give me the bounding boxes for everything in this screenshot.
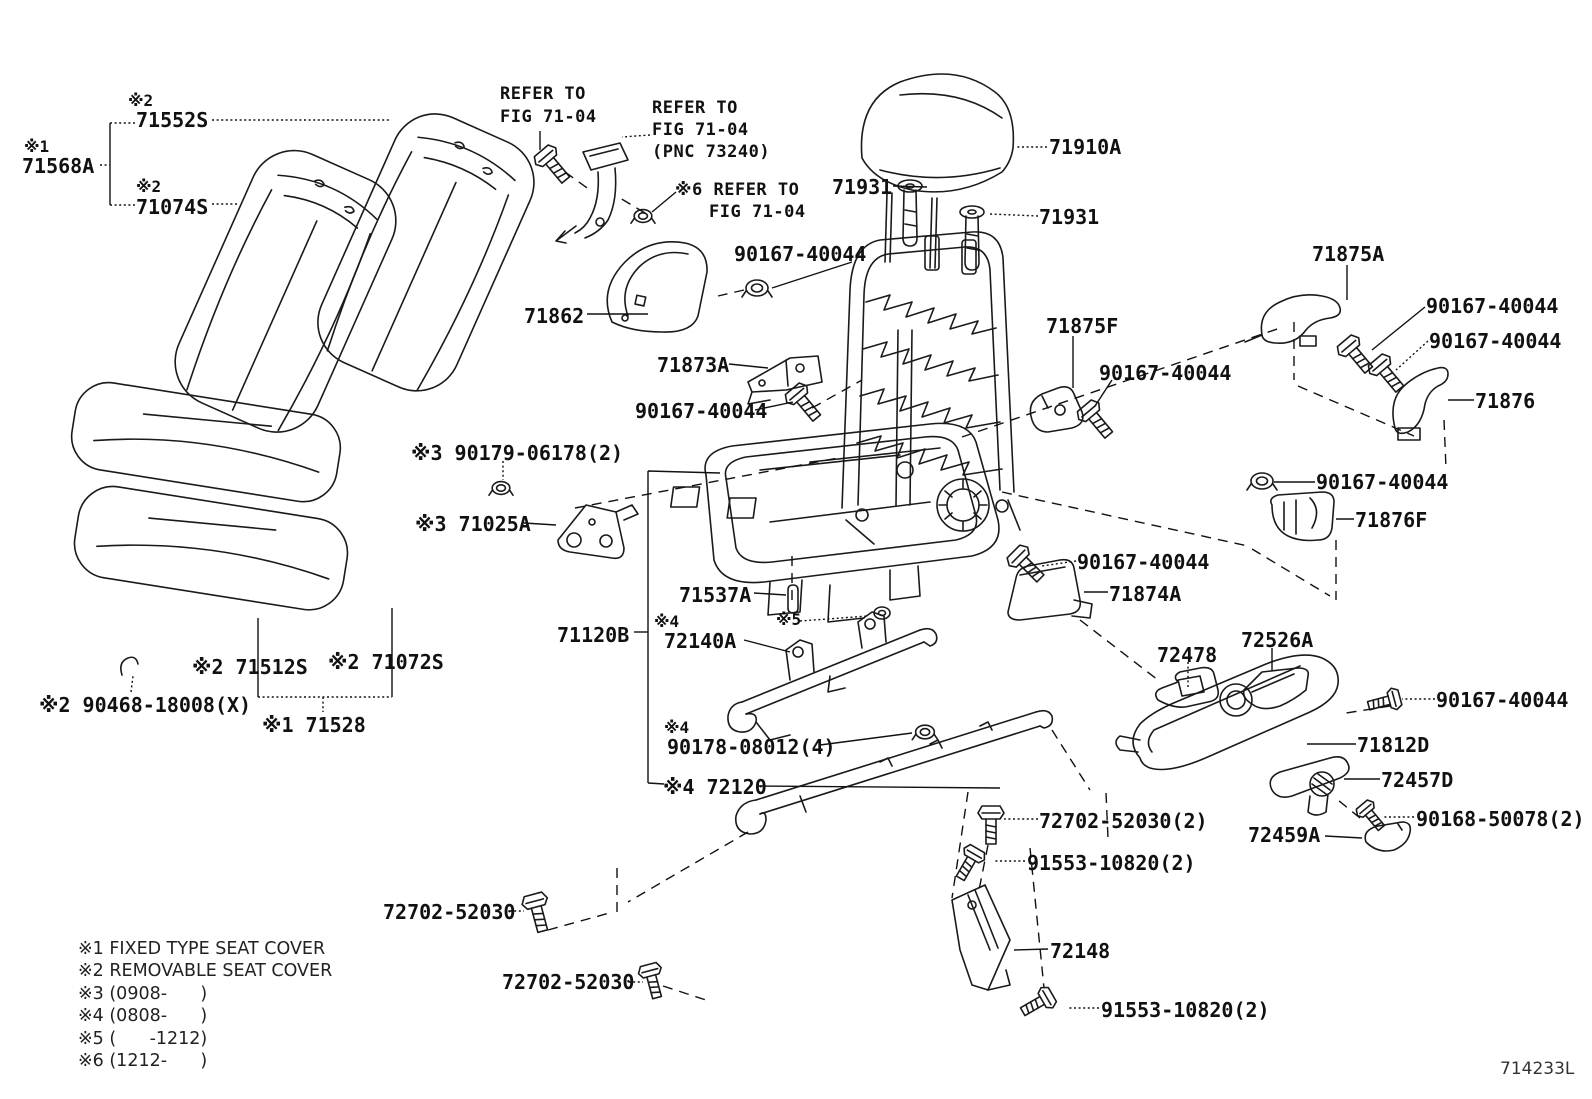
part-label: 90167-40044 (1426, 294, 1559, 318)
part-label: 71120B (557, 623, 630, 647)
part-label: 71875A (1312, 242, 1385, 266)
part-label: 71876 (1475, 389, 1536, 413)
part-label: 90178-08012(4) (667, 735, 836, 759)
part-label: 90167-40044 (1099, 361, 1232, 385)
part-label: 71862 (524, 304, 585, 328)
part-label: 71568A (22, 154, 95, 178)
part-label: REFER TO (500, 84, 586, 104)
part-label: ※6 REFER TO (675, 180, 800, 200)
legend: ※1 FIXED TYPE SEAT COVER※2 REMOVABLE SEA… (78, 938, 332, 1072)
part-label: ※4 72120 (663, 775, 767, 799)
part-label: 72457D (1381, 768, 1454, 792)
part-label: 71552S (136, 108, 209, 132)
legend-line: ※4 (0808- ) (78, 1006, 208, 1027)
part-label: 90167-40044 (1316, 470, 1449, 494)
part-label: ※4 (664, 718, 690, 737)
part-label: 71874A (1109, 582, 1182, 606)
right-brackets-drawing (1008, 295, 1448, 620)
part-label: ※4 (654, 612, 680, 631)
part-label: ※1 71528 (262, 713, 366, 737)
recliner-cover-71862-drawing (607, 242, 707, 332)
leader-lines-dotted (100, 120, 1435, 1008)
part-label: 91553-10820(2) (1027, 851, 1196, 875)
legend-line: ※2 REMOVABLE SEAT COVER (78, 961, 333, 982)
part-label: 71931 (1039, 205, 1100, 229)
part-label: 71876F (1355, 508, 1428, 532)
side-shield-drawing (1116, 655, 1410, 851)
part-label: REFER TO (652, 98, 738, 118)
part-label: 72702-52030(2) (1039, 809, 1208, 833)
part-label: FIG 71-04 (709, 202, 806, 222)
part-label: 72526A (1241, 628, 1314, 652)
part-label: ※5 (776, 610, 802, 629)
part-label: ※2 (136, 177, 162, 196)
part-label: ※2 90468-18008(X) (39, 693, 252, 717)
part-label: 72459A (1248, 823, 1321, 847)
seatback-frame-drawing (842, 232, 1020, 544)
part-label: ※3 71025A (415, 512, 531, 536)
bracket-71025A-drawing (558, 505, 638, 558)
part-label: 71537A (679, 583, 752, 607)
part-label: 90168-50078(2) (1416, 807, 1585, 831)
bracket-71873A-drawing (748, 356, 822, 404)
part-label: 72148 (1050, 939, 1111, 963)
diagram-code: 714233L (1500, 1059, 1575, 1079)
part-label: 91553-10820(2) (1101, 998, 1270, 1022)
seat-cushion-covers-drawing (67, 378, 353, 675)
part-label: 90167-40044 (734, 242, 867, 266)
part-label: 90167-40044 (1077, 550, 1210, 574)
legend-line: ※3 (0908- ) (78, 983, 208, 1004)
part-label: 90167-40044 (635, 399, 768, 423)
seat-rails-drawing (728, 612, 1052, 834)
part-label: ※2 (128, 91, 154, 110)
seat-back-covers-drawing (161, 100, 548, 447)
seat-belt-buckle-drawing (556, 143, 628, 243)
part-label: (PNC 73240) (652, 142, 771, 162)
part-label: FIG 71-04 (652, 120, 749, 140)
part-label: 71074S (136, 195, 209, 219)
legend-line: ※1 FIXED TYPE SEAT COVER (78, 939, 326, 959)
part-label: ※3 90179-06178(2) (411, 441, 624, 465)
part-label: 72478 (1157, 643, 1218, 667)
construction-lines (548, 172, 1446, 1000)
cushion-frame-drawing (671, 423, 999, 622)
part-label: 90167-40044 (1436, 688, 1569, 712)
headrest-drawing (861, 74, 1013, 270)
part-label: 72140A (664, 629, 737, 653)
pin-71537A-drawing (788, 585, 798, 613)
part-label: 71873A (657, 353, 730, 377)
part-label: 72702-52030 (502, 970, 635, 994)
part-label: 71931 (832, 175, 893, 199)
part-label: 71910A (1049, 135, 1122, 159)
part-label: 71875F (1046, 314, 1119, 338)
leader-lines-solid (110, 123, 1474, 950)
bracket-72148-drawing (952, 885, 1010, 990)
part-label: 90167-40044 (1429, 329, 1562, 353)
part-label: ※2 71072S (328, 650, 444, 674)
part-label: FIG 71-04 (500, 107, 597, 127)
part-label: 71812D (1357, 733, 1430, 757)
legend-line: ※5 ( -1212) (78, 1028, 208, 1049)
part-label: ※2 71512S (192, 655, 308, 679)
part-label: ※1 (24, 137, 50, 156)
fasteners-drawing (488, 141, 1411, 1023)
part-label: 72702-52030 (383, 900, 516, 924)
legend-line: ※6 (1212- ) (78, 1051, 208, 1072)
